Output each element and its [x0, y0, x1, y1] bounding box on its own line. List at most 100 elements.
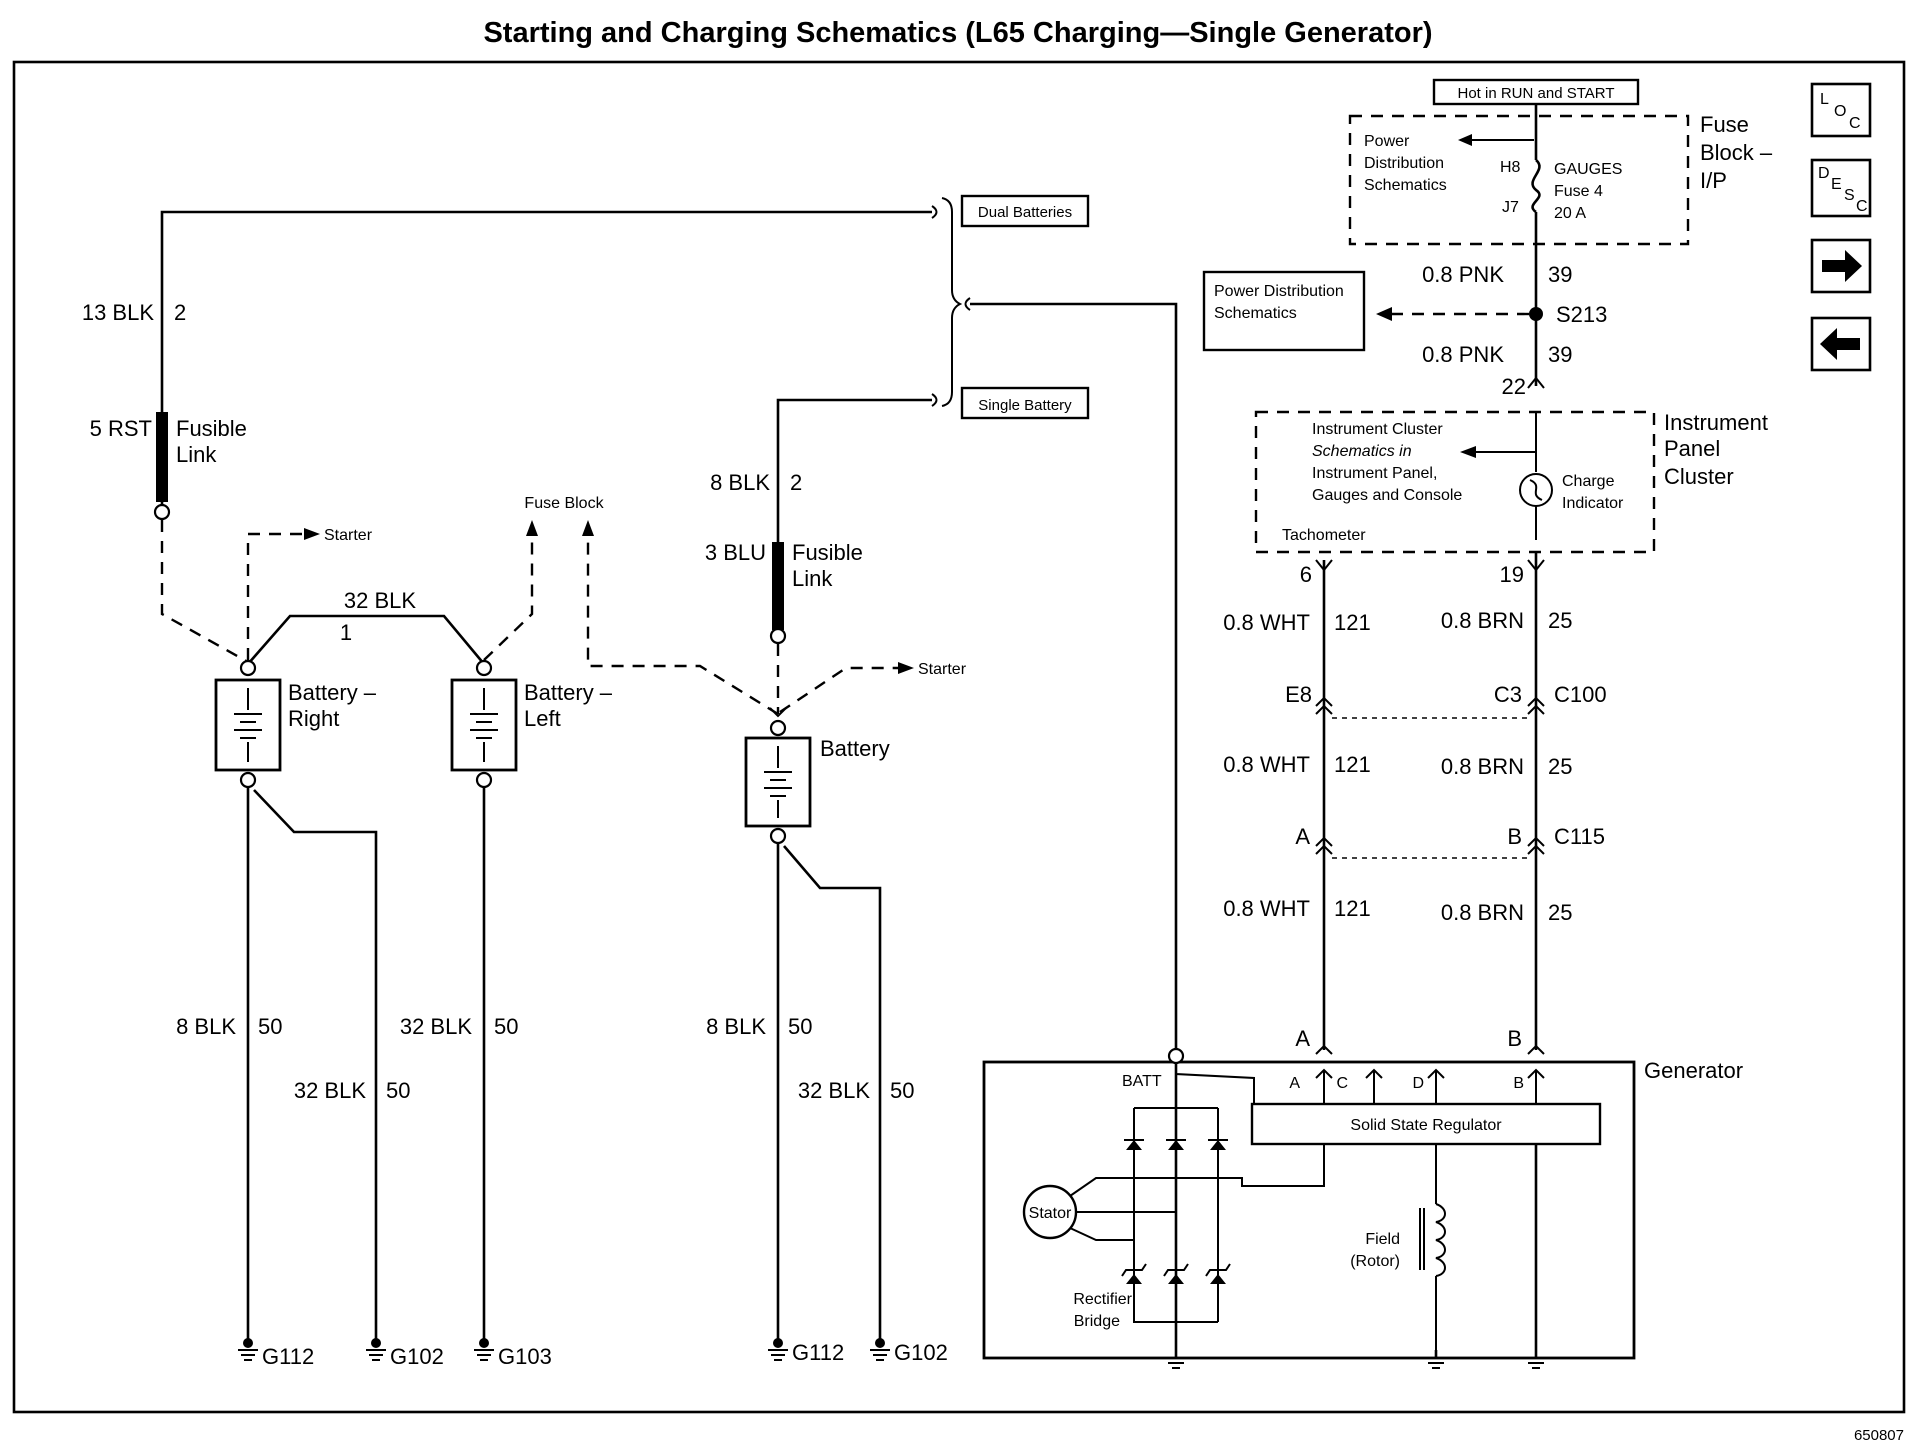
power-dist-ref-2-box [1202, 270, 1366, 352]
next-page-button[interactable] [1810, 238, 1872, 294]
gauges-fuse-number: Fuse 4 [1554, 183, 1603, 200]
generator-connector-b: B [1507, 1026, 1522, 1051]
ground-icon [238, 1338, 258, 1361]
rectifier-label-1: Rectifier [1073, 1291, 1132, 1308]
circuit-50-right-2: 50 [386, 1078, 410, 1103]
fuse-pin-j7: J7 [1502, 199, 1519, 216]
fusible-link-a-label-1: Fusible [176, 416, 247, 441]
gauges-fuse-rating: 20 A [1554, 205, 1586, 222]
connector-c115-icon [1315, 836, 1545, 855]
single-battery-text: Single Battery [978, 397, 1072, 414]
cluster-pin-19: 19 [1500, 562, 1524, 587]
power-dist-ref-1-line3: Schematics [1364, 177, 1447, 194]
ground-g102-a: G102 [390, 1344, 444, 1369]
desc-letter-e: E [1831, 176, 1842, 193]
wire-color-32blk-right: 32 BLK [294, 1078, 366, 1103]
ground-g103: G103 [498, 1344, 552, 1369]
desc-letter-s: S [1844, 187, 1855, 204]
rectifier-diodes-top [1124, 1139, 1228, 1150]
ground-g102-b: G102 [894, 1340, 948, 1365]
generator-housing [982, 1060, 1636, 1360]
arrow-left-icon [1460, 446, 1476, 458]
instrument-cluster-outline [1254, 410, 1656, 554]
option-bracket [941, 197, 963, 407]
circuit-1: 1 [340, 620, 352, 645]
loc-button[interactable]: L O C [1810, 82, 1872, 138]
ipc-title-1: Instrument [1664, 410, 1768, 435]
circuit-2a: 2 [174, 300, 186, 325]
battery-icon [234, 688, 262, 762]
field-label-2: (Rotor) [1350, 1253, 1400, 1270]
figure-number: 650807 [1854, 1427, 1904, 1444]
fuse-block-title-1: Fuse [1700, 112, 1749, 137]
arrow-right-icon [898, 662, 914, 674]
ground-icon [1164, 1350, 1188, 1369]
connector-chevron-icon [1527, 376, 1545, 389]
wire-color-pnk-top: 0.8 PNK [1422, 262, 1504, 287]
wire-color-wht-1: 0.8 WHT [1223, 610, 1310, 635]
fuse-block-title-2: Block – [1700, 140, 1773, 165]
solid-state-regulator [1250, 1102, 1602, 1146]
connector-c100-label: C100 [1554, 682, 1607, 707]
ground-icon [474, 1338, 494, 1361]
ground-g112-b: G112 [792, 1340, 844, 1365]
desc-letter-d: D [1818, 165, 1830, 182]
circuit-2b: 2 [790, 470, 802, 495]
arrow-up-icon [582, 520, 594, 536]
stator-label: Stator [1029, 1205, 1072, 1222]
battery-icon [470, 688, 498, 762]
regulator-pin-d: D [1412, 1075, 1424, 1092]
circuit-25-2: 25 [1548, 754, 1572, 779]
power-dist-ref-1-line1: Power [1364, 133, 1410, 150]
wire-color-8blk-s: 8 BLK [706, 1014, 766, 1039]
wire-color-32blk-left: 32 BLK [400, 1014, 472, 1039]
generator-connector-a: A [1295, 1026, 1310, 1051]
wire-color-8blk-right: 8 BLK [176, 1014, 236, 1039]
ic-ref-line2: Schematics in [1312, 443, 1412, 460]
diagram-title: Starting and Charging Schematics (L65 Ch… [483, 17, 1432, 49]
connector-c115-label: C115 [1554, 824, 1605, 849]
arrow-right-icon [1822, 250, 1862, 282]
ground-icon [1524, 1350, 1548, 1369]
charge-indicator-label-1: Charge [1562, 473, 1615, 490]
circuit-50-single: 50 [788, 1014, 812, 1039]
battery-icon [764, 746, 792, 818]
power-dist-ref-2-line2: Schematics [1214, 305, 1297, 322]
dual-batteries-text: Dual Batteries [978, 204, 1072, 221]
ground-icon [768, 1338, 788, 1361]
regulator-label: Solid State Regulator [1350, 1117, 1502, 1134]
battery-right-label-2: Right [288, 706, 339, 731]
c115-pin-a: A [1295, 824, 1310, 849]
ground-icon [870, 1338, 890, 1361]
wire-color-wht-2: 0.8 WHT [1223, 752, 1310, 777]
ipc-title-3: Cluster [1664, 464, 1734, 489]
fuse-pin-h8: H8 [1500, 159, 1521, 176]
wire-color-brn-2: 0.8 BRN [1441, 754, 1524, 779]
wire-color-8blk-single: 8 BLK [710, 470, 770, 495]
fuse-icon [1531, 159, 1541, 214]
fusible-link-a-label-2: Link [176, 442, 217, 467]
starter-ref-b: Starter [918, 661, 967, 678]
arrow-left-icon [1458, 134, 1472, 146]
regulator-pin-c: C [1336, 1075, 1348, 1092]
battery-left-label-2: Left [524, 706, 561, 731]
fuse-block-title-3: I/P [1700, 168, 1727, 193]
field-label-1: Field [1365, 1231, 1400, 1248]
wire-color-brn-3: 0.8 BRN [1441, 900, 1524, 925]
ic-ref-line3: Instrument Panel, [1312, 465, 1437, 482]
circuit-25-3: 25 [1548, 900, 1572, 925]
rectifier-diodes-bottom [1121, 1263, 1231, 1284]
wire-color-5rst: 5 RST [90, 416, 152, 441]
previous-page-button[interactable] [1810, 316, 1872, 372]
hot-in-run-label: Hot in RUN and START [1432, 78, 1640, 106]
desc-button[interactable]: D E S C [1810, 158, 1872, 218]
field-coil-icon [1435, 1203, 1446, 1277]
circuit-50-single-2: 50 [890, 1078, 914, 1103]
circuit-25-1: 25 [1548, 608, 1572, 633]
circuit-121-2: 121 [1334, 752, 1371, 777]
power-dist-ref-2-line1: Power Distribution [1214, 283, 1344, 300]
wire-color-32blk-s: 32 BLK [798, 1078, 870, 1103]
rectifier-label-2: Bridge [1074, 1313, 1120, 1330]
generator-label: Generator [1644, 1058, 1743, 1083]
